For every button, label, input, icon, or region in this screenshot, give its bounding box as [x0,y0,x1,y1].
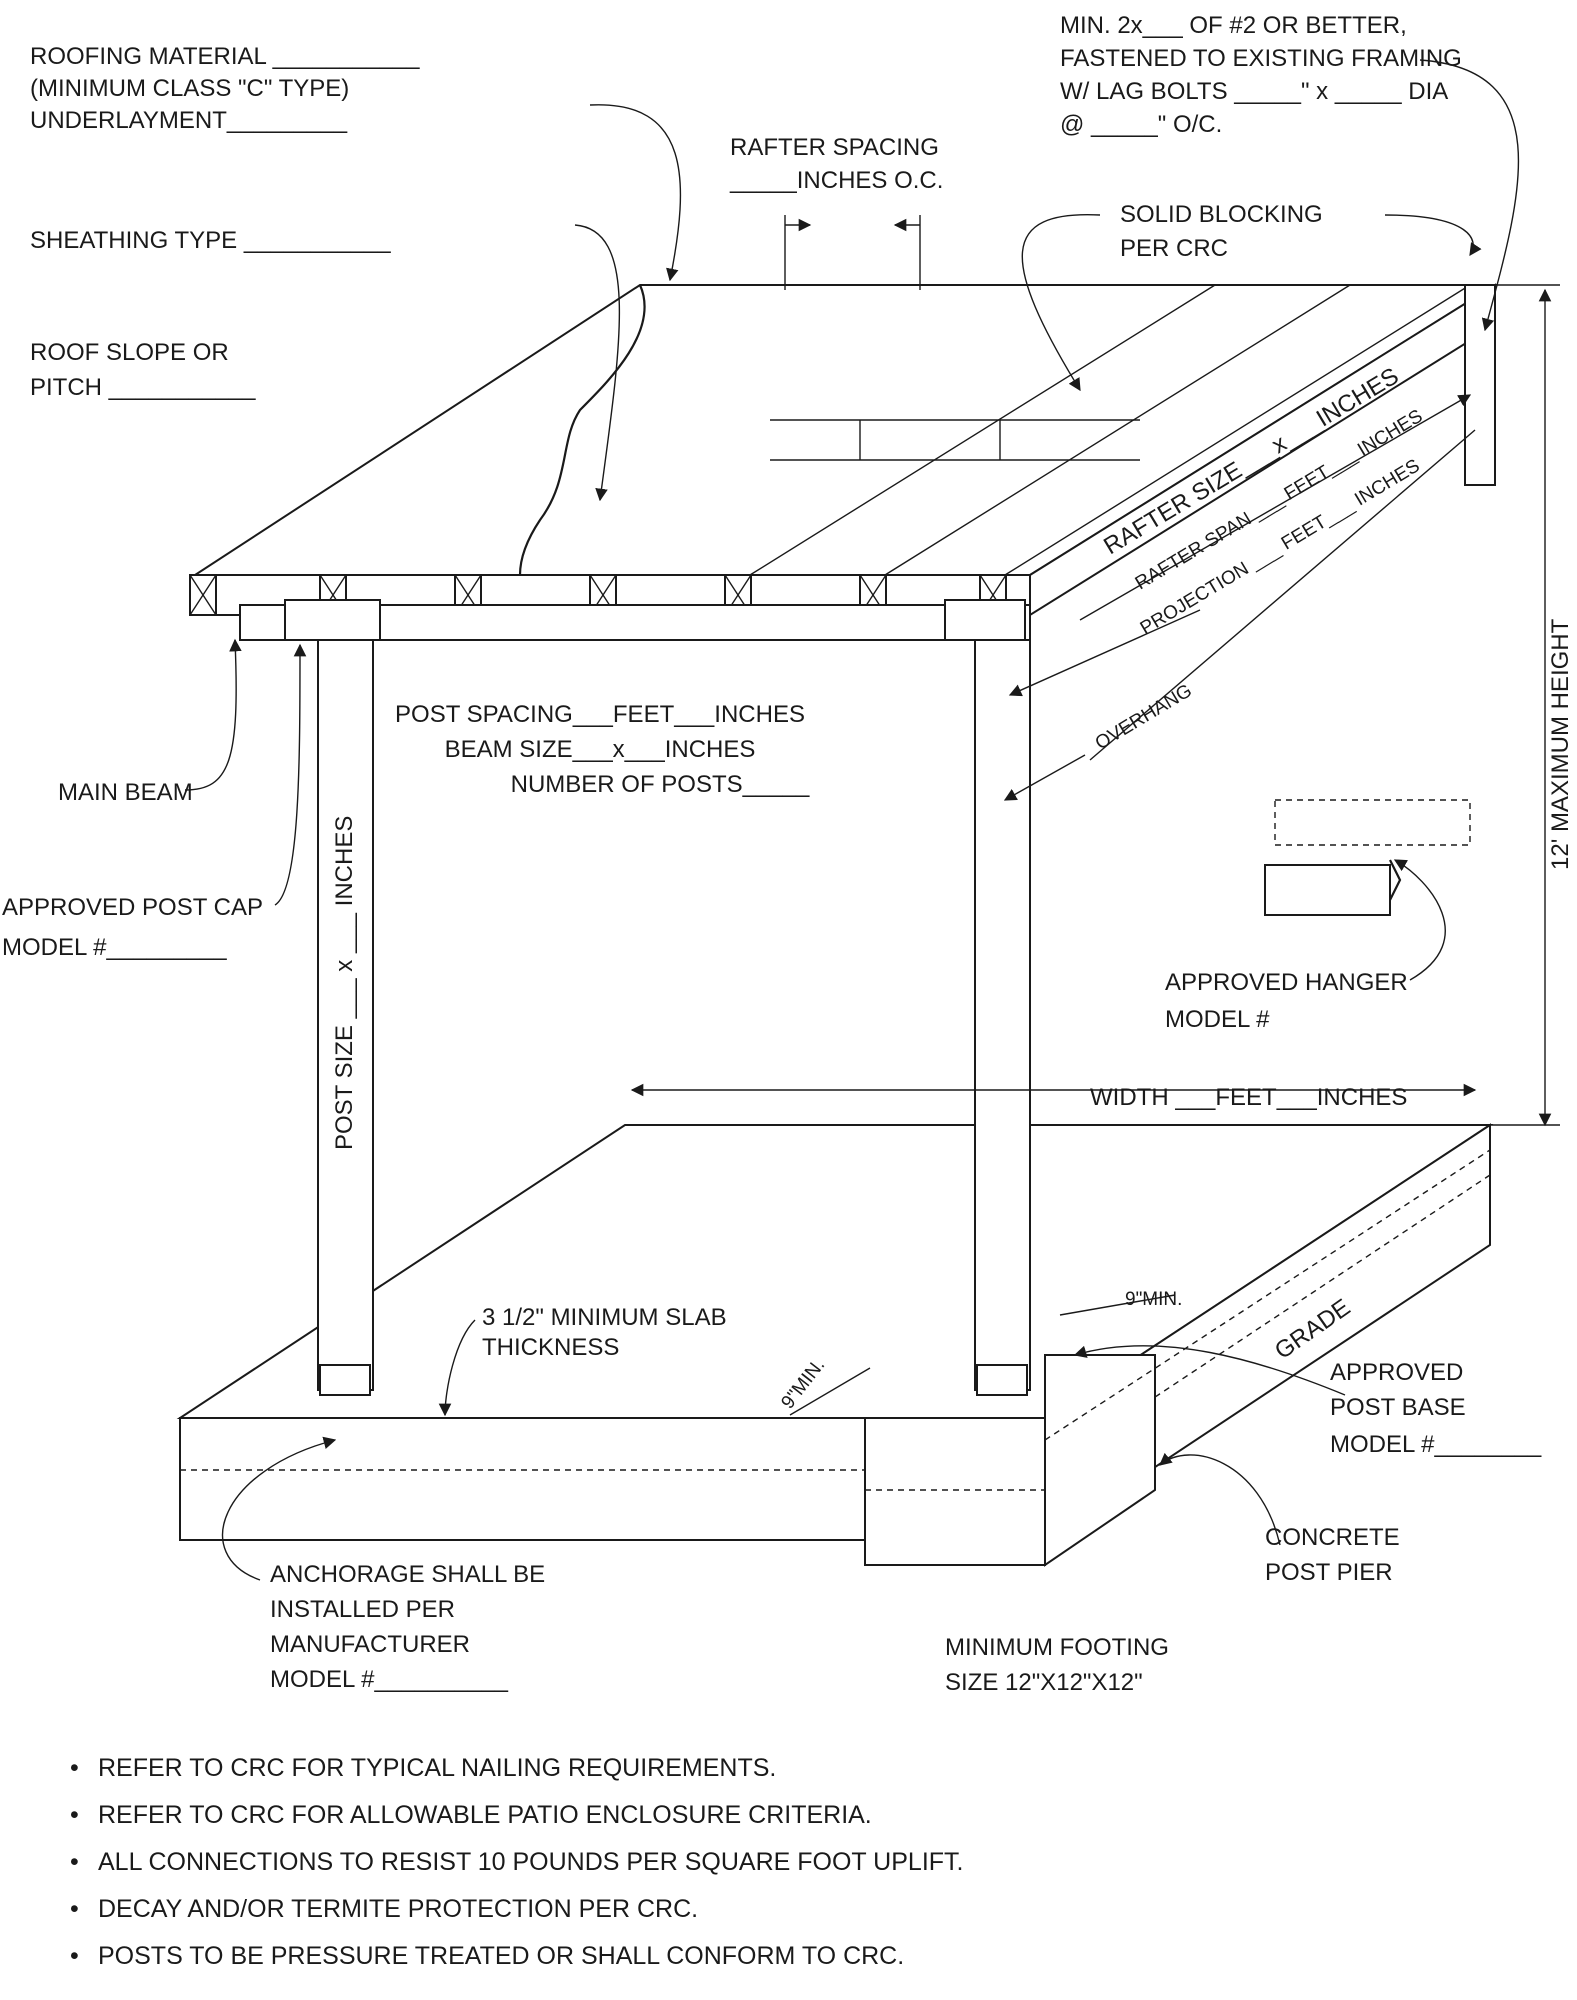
concrete-post-pier [864,1354,1156,1567]
label-post-spacing: POST SPACING___FEET___INCHES BEAM SIZE__… [395,701,810,798]
label-slab-thickness: 3 1/2" MINIMUM SLAB THICKNESS [482,1304,727,1361]
solid-blocking-line-1: SOLID BLOCKING [1120,201,1323,228]
label-solid-blocking: SOLID BLOCKING PER CRC [1120,201,1323,262]
right-post [974,639,1031,1391]
ledger-line-3: W/ LAG BOLTS _____" x _____ DIA [1060,78,1448,105]
concrete-slab [176,1123,1494,1542]
label-post-cap: APPROVED POST CAP MODEL #_________ [2,894,263,961]
post-bases [319,1364,1028,1396]
label-roofing-material: ROOFING MATERIAL ___________ (MINIMUM CL… [30,43,420,134]
approved-hanger-text: APPROVED HANGER [1165,969,1408,996]
slab-thickness-line-1: 3 1/2" MINIMUM SLAB [482,1304,727,1331]
label-post-base: APPROVED POST BASE MODEL #________ [1330,1359,1542,1458]
solid-blocking [770,419,1140,461]
roof-cutaway [518,284,646,576]
solid-blocking-line-2: PER CRC [1120,235,1228,262]
nine-min-top-text: 9"MIN. [1125,1289,1182,1310]
overhang-text: OVERHANG [1092,680,1196,754]
ledger-line-2: FASTENED TO EXISTING FRAMING [1060,45,1462,72]
rafter-ends [189,574,1007,616]
left-post [317,639,374,1391]
label-approved-hanger: APPROVED HANGER MODEL # [1165,969,1408,1033]
concrete-pier-line-1: CONCRETE [1265,1524,1400,1551]
post-caps [284,599,1026,641]
beam-size-text: BEAM SIZE___x___INCHES [445,736,756,763]
label-ledger: MIN. 2x___ OF #2 OR BETTER, FASTENED TO … [1060,12,1462,138]
note-item: REFER TO CRC FOR TYPICAL NAILING REQUIRE… [70,1745,1520,1792]
post-size-text: POST SIZE ___ x ___ INCHES [331,816,358,1150]
footing-line-2: SIZE 12"X12"X12" [945,1669,1143,1696]
approved-hanger-detail [1264,799,1471,916]
main-beam-text: MAIN BEAM [58,779,193,806]
width-text: WIDTH ___FEET___INCHES [1090,1084,1407,1111]
ledger-line-1: MIN. 2x___ OF #2 OR BETTER, [1060,12,1407,39]
note-item: POSTS TO BE PRESSURE TREATED OR SHALL CO… [70,1933,1520,1980]
rafter-line [749,284,1216,576]
label-roof-slope: ROOF SLOPE OR PITCH ___________ [30,339,256,401]
post-base-line-3: MODEL #________ [1330,1431,1542,1458]
post-base-line-1: APPROVED [1330,1359,1463,1386]
nine-inch-min-dimensions [789,1294,1176,1416]
ledger-board [1464,284,1496,486]
grade-line [1044,1149,1491,1441]
note-item: DECAY AND/OR TERMITE PROTECTION PER CRC. [70,1886,1520,1933]
label-minimum-footing: MINIMUM FOOTING SIZE 12"X12"X12" [945,1634,1169,1696]
slab-thickness-line-2: THICKNESS [482,1334,619,1361]
note-item: REFER TO CRC FOR ALLOWABLE PATIO ENCLOSU… [70,1792,1520,1839]
max-height-dimension [1490,284,1560,1127]
anchorage-line-4: MODEL #__________ [270,1666,509,1693]
rafter-line [884,284,1351,576]
post-spacing-text: POST SPACING___FEET___INCHES [395,701,805,728]
anchorage-line-3: MANUFACTURER [270,1631,470,1658]
anchorage-line-1: ANCHORAGE SHALL BE [270,1561,545,1588]
rafter-end [189,574,217,616]
sheathing-type-text: SHEATHING TYPE ___________ [30,227,391,254]
post-cap-text: APPROVED POST CAP [2,894,263,921]
concrete-pier-line-2: POST PIER [1265,1559,1393,1586]
label-anchorage: ANCHORAGE SHALL BE INSTALLED PER MANUFAC… [270,1561,545,1693]
hanger-model-text: MODEL # [1165,1006,1270,1033]
roof-slope-line-2: PITCH ___________ [30,374,256,401]
note-item: ALL CONNECTIONS TO RESIST 10 POUNDS PER … [70,1839,1520,1886]
leader-lines [184,59,1520,1581]
label-concrete-pier: CONCRETE POST PIER [1265,1524,1400,1586]
rafter-spacing-line-1: RAFTER SPACING [730,134,939,161]
rafter-line [1004,284,1471,576]
underlayment-text: UNDERLAYMENT_________ [30,107,348,134]
general-notes: REFER TO CRC FOR TYPICAL NAILING REQUIRE… [70,1745,1520,1980]
rafter-spacing-dimension [784,215,921,290]
anchorage-line-2: INSTALLED PER [270,1596,455,1623]
ledger-line-4: @ _____" O/C. [1060,111,1222,138]
roof-slope-line-1: ROOF SLOPE OR [30,339,229,366]
footing-line-1: MINIMUM FOOTING [945,1634,1169,1661]
number-of-posts-text: NUMBER OF POSTS_____ [511,771,810,798]
roofing-material-text: ROOFING MATERIAL ___________ [30,43,420,70]
max-height-text: 12' MAXIMUM HEIGHT [1547,618,1574,870]
label-rafter-spacing: RAFTER SPACING _____INCHES O.C. [729,134,943,194]
roofing-class-text: (MINIMUM CLASS "C" TYPE) [30,75,349,102]
rafter-span-projection-dimensions [1003,394,1476,801]
rafters [749,284,1471,576]
post-base-line-2: POST BASE [1330,1394,1466,1421]
rafter-spacing-line-2: _____INCHES O.C. [729,167,943,194]
post-cap-model-text: MODEL #_________ [2,934,227,961]
roof-sheathing [191,283,1499,617]
